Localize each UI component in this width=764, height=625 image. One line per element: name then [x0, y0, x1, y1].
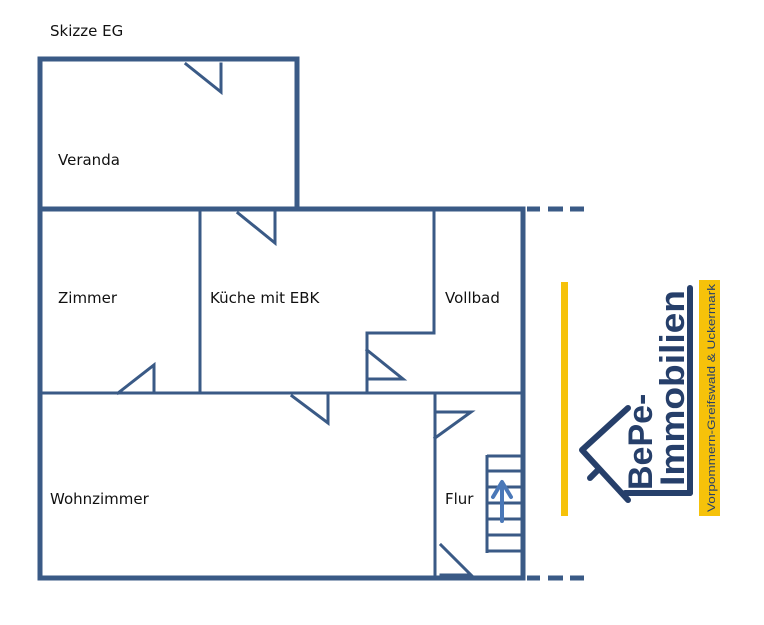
logo-line2: Immobilien	[654, 290, 692, 486]
door-zimmer	[115, 361, 156, 396]
door-flur-bottom	[438, 542, 475, 577]
door-kueche	[235, 210, 277, 247]
outer-wall	[37, 56, 526, 581]
door-flur-top	[432, 410, 476, 441]
tagline-strip	[699, 280, 720, 516]
veranda-walls	[37, 56, 300, 212]
page-title: Skizze EG	[50, 22, 124, 40]
kueche-bad-wall	[365, 211, 436, 395]
room-label-vollbad: Vollbad	[445, 289, 500, 307]
door-wohnzimmer	[289, 393, 330, 426]
stair-arrow-icon	[491, 480, 513, 523]
room-label-zimmer: Zimmer	[58, 289, 118, 307]
logo-line1: BePe-	[622, 394, 660, 490]
staircase	[485, 454, 523, 553]
house-roof-icon	[579, 285, 693, 503]
room-label-flur: Flur	[445, 490, 474, 508]
door-bad	[364, 347, 408, 381]
room-label-wohnzimmer: Wohnzimmer	[50, 490, 149, 508]
accent-bar	[561, 282, 568, 516]
door-veranda	[183, 61, 223, 96]
company-logo: BePe- Immobilien Vorpommern-Greifswald &…	[579, 280, 720, 516]
room-label-kueche: Küche mit EBK	[210, 289, 320, 307]
room-label-veranda: Veranda	[58, 151, 120, 169]
logo-tagline: Vorpommern-Greifswald & Uckermark	[706, 283, 718, 512]
